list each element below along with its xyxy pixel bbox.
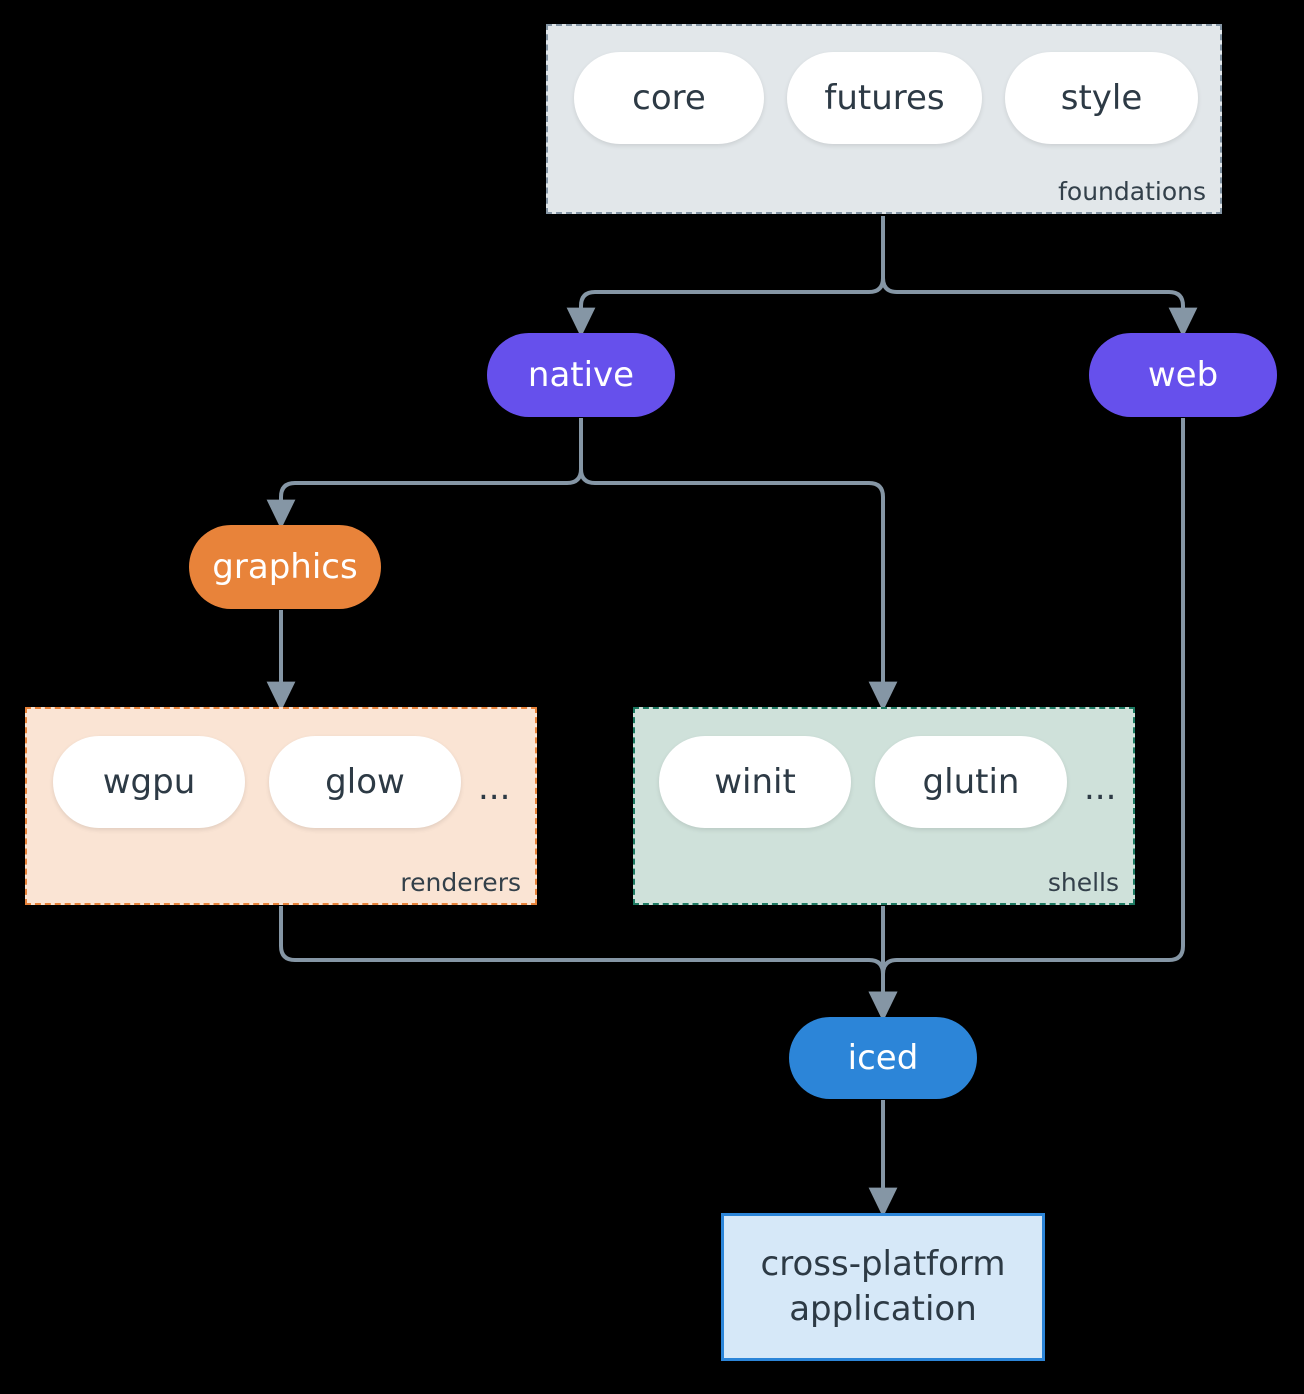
foundations-item-core-label: core — [632, 78, 706, 118]
node-application-line1: cross-platform — [760, 1244, 1006, 1285]
group-renderers-label: renderers — [400, 868, 521, 897]
node-native-label: native — [527, 355, 635, 395]
shells-item-winit[interactable]: winit — [659, 736, 851, 828]
node-iced[interactable]: iced — [789, 1017, 977, 1099]
node-native[interactable]: native — [487, 333, 675, 417]
node-iced-label: iced — [847, 1038, 919, 1078]
renderers-item-glow[interactable]: glow — [269, 736, 461, 828]
edge-foundations-native — [566, 216, 885, 338]
group-foundations: core futures style foundations — [546, 24, 1222, 214]
node-application-line2: application — [789, 1289, 977, 1329]
shells-item-glutin[interactable]: glutin — [875, 736, 1067, 828]
foundations-item-style-label: style — [1060, 78, 1143, 118]
group-renderers: wgpu glow ... renderers — [25, 707, 537, 905]
group-shells: winit glutin ... shells — [633, 707, 1135, 905]
node-cross-platform-application[interactable]: cross-platform application — [721, 1213, 1045, 1361]
node-graphics[interactable]: graphics — [189, 525, 381, 609]
foundations-item-futures[interactable]: futures — [787, 52, 982, 144]
renderers-item-glow-label: glow — [325, 762, 405, 802]
shells-item-glutin-label: glutin — [922, 762, 1020, 802]
shells-item-winit-label: winit — [714, 762, 796, 802]
renderers-item-wgpu[interactable]: wgpu — [53, 736, 245, 828]
node-web-label: web — [1147, 355, 1219, 395]
edge-native-shells — [579, 418, 898, 712]
shells-ellipsis: ... — [1084, 768, 1117, 808]
foundations-item-futures-label: futures — [824, 78, 945, 118]
group-foundations-label: foundations — [1058, 177, 1206, 206]
foundations-item-style[interactable]: style — [1005, 52, 1198, 144]
edge-foundations-web — [881, 216, 1198, 338]
renderers-item-wgpu-label: wgpu — [102, 762, 196, 802]
foundations-item-core[interactable]: core — [574, 52, 764, 144]
group-shells-label: shells — [1047, 868, 1119, 897]
node-graphics-label: graphics — [212, 547, 358, 587]
edge-native-graphics — [266, 418, 583, 530]
node-web[interactable]: web — [1089, 333, 1277, 417]
renderers-ellipsis: ... — [478, 768, 511, 808]
edge-renderers-iced — [279, 906, 898, 1022]
